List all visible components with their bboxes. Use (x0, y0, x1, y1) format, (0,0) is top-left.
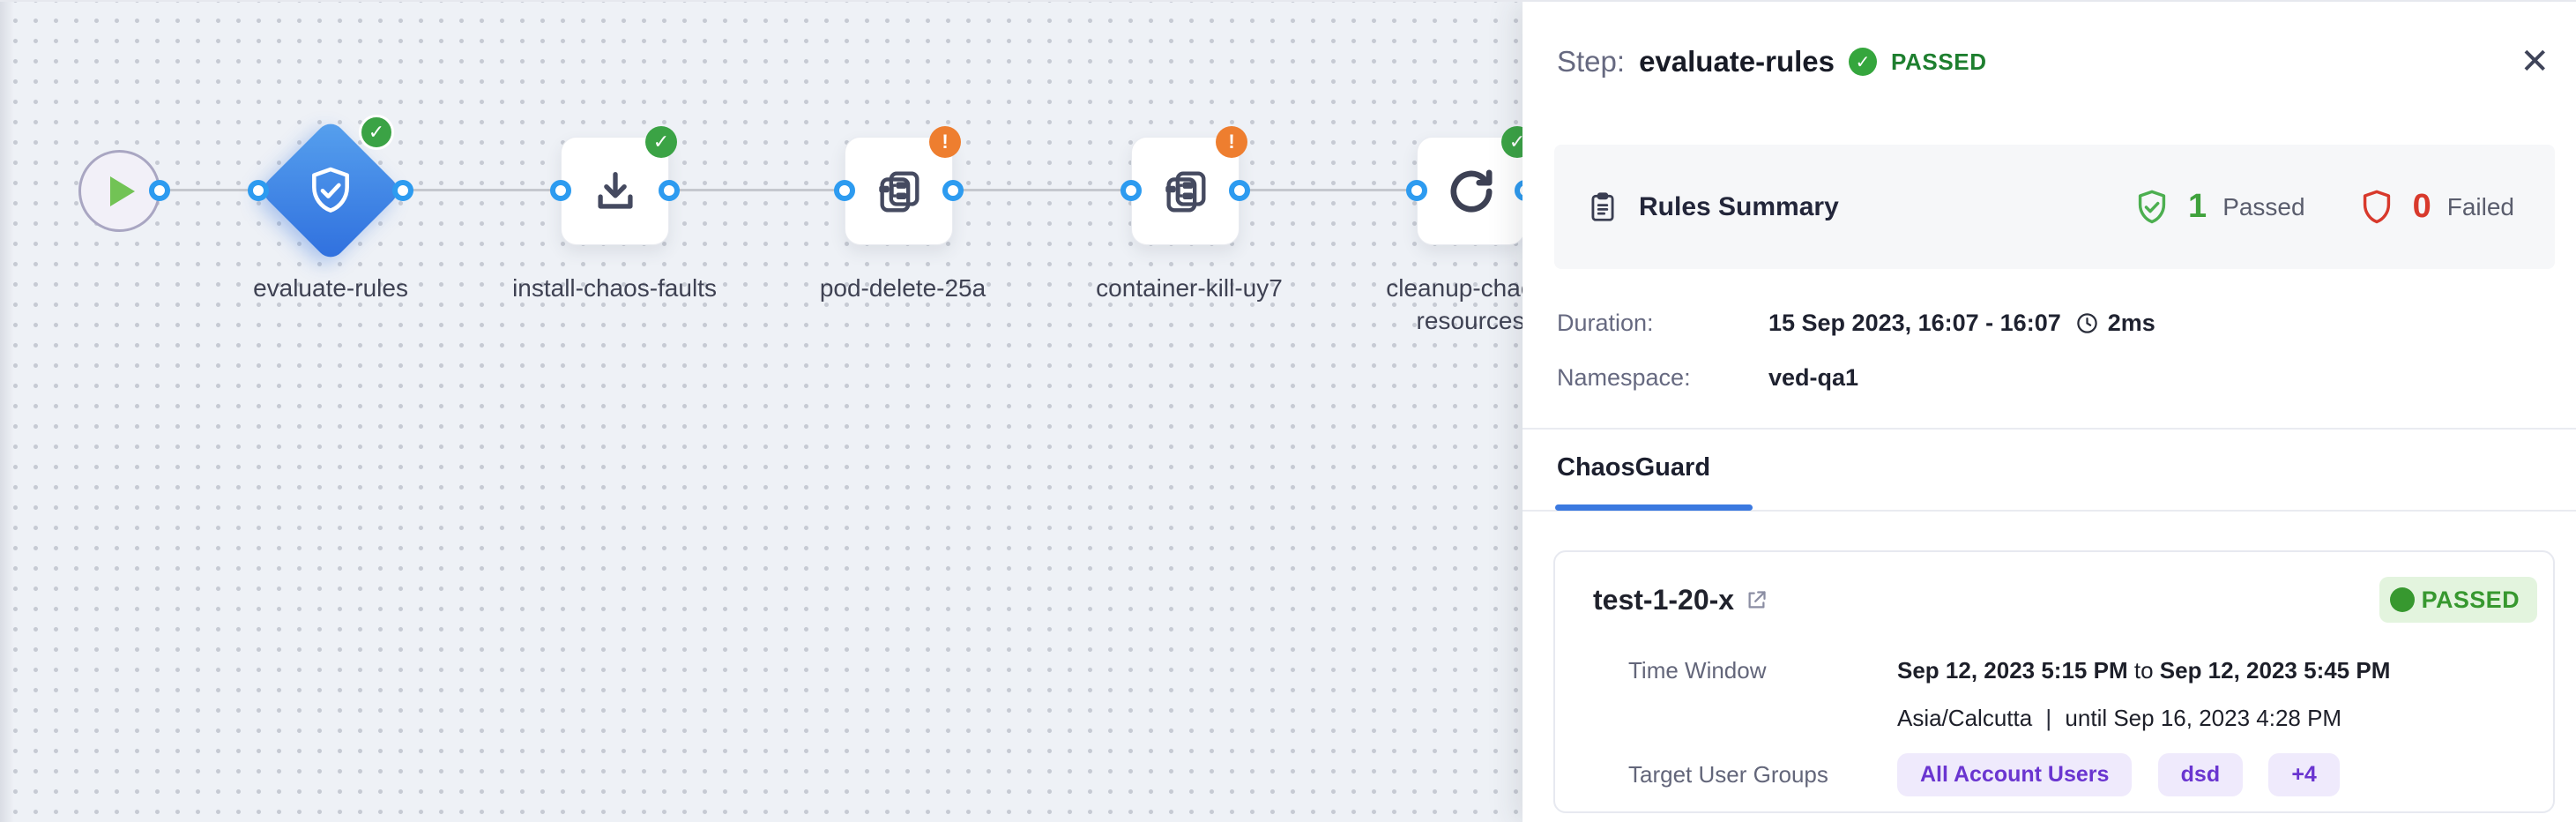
step-title: evaluate-rules (1639, 45, 1835, 78)
failed-label: Failed (2446, 192, 2514, 220)
node-label: container-kill-uy7 (1096, 274, 1283, 302)
timezone-value: Asia/Calcutta (1897, 704, 2033, 731)
timezone-row: Asia/Calcutta | until Sep 16, 2023 4:28 … (1628, 700, 2527, 736)
guard-name: test-1-20-x (1593, 584, 1735, 616)
namespace-row: Namespace: ved-qa1 (1557, 360, 2550, 395)
active-tab-indicator (1555, 504, 1753, 511)
step-prefix-label: Step: (1557, 45, 1626, 78)
pipe-separator: | (2045, 704, 2052, 731)
status-dot-icon (2389, 587, 2415, 612)
time-window-row: Time Window Sep 12, 2023 5:15 PM to Sep … (1628, 653, 2527, 688)
step-details-panel: Step: evaluate-rules ✓ PASSED ✕ Rules Su… (1523, 2, 2576, 822)
status-badge-warning: ! (929, 126, 961, 158)
duration-row: Duration: 15 Sep 2023, 16:07 - 16:07 2ms (1557, 305, 2550, 340)
node-cleanup-chaos-resources[interactable]: ✓ (1417, 126, 1533, 245)
refresh-icon (1450, 168, 1493, 213)
port[interactable] (942, 180, 964, 201)
user-group-pill[interactable]: dsd (2157, 752, 2244, 796)
user-group-pill[interactable]: All Account Users (1897, 752, 2133, 796)
port[interactable] (1406, 180, 1427, 201)
chaos-fault-icon (1165, 171, 1205, 212)
shield-check-icon (312, 167, 349, 213)
node-evaluate-rules[interactable]: ✓ (257, 115, 404, 264)
node-label: pod-delete-25a (819, 274, 986, 302)
rules-summary-title: Rules Summary (1639, 191, 1839, 221)
failed-count: 0 (2412, 188, 2431, 225)
user-group-pill-more[interactable]: +4 (2268, 752, 2340, 796)
time-window-from: Sep 12, 2023 5:15 PM (1897, 656, 2128, 684)
port[interactable] (550, 180, 571, 201)
port[interactable] (1120, 180, 1142, 201)
port[interactable] (834, 180, 855, 201)
port[interactable] (149, 180, 170, 201)
status-badge-passed: ✓ (359, 115, 394, 150)
node-container-kill-uy7[interactable]: ! (1131, 126, 1247, 245)
shield-passed-icon (2138, 190, 2166, 223)
port[interactable] (1229, 180, 1250, 201)
status-badge-warning: ! (1216, 126, 1247, 158)
divider (1523, 428, 2576, 430)
flow-connector-line (119, 189, 1530, 191)
node-label: evaluate-rules (253, 274, 408, 302)
play-icon (110, 176, 135, 206)
external-link-icon[interactable] (1745, 588, 1768, 612)
passed-count: 1 (2188, 188, 2207, 225)
node-pod-delete-25a[interactable]: ! (845, 126, 961, 245)
until-value: until Sep 16, 2023 4:28 PM (2065, 704, 2342, 731)
port[interactable] (659, 180, 680, 201)
chaosguard-card: test-1-20-x PASSED Time Window Sep 12, 2… (1553, 550, 2555, 813)
node-label: install-chaos-faults (512, 274, 717, 302)
shield-failed-icon (2363, 190, 2390, 223)
step-status-badge: PASSED (1891, 48, 1987, 75)
port[interactable] (392, 180, 413, 201)
duration-label: Duration: (1557, 309, 1654, 336)
namespace-label: Namespace: (1557, 363, 1691, 391)
clipboard-icon (1591, 191, 1614, 221)
check-circle-icon: ✓ (1849, 48, 1878, 76)
status-badge-passed: ✓ (645, 126, 677, 158)
pipeline-start-node[interactable] (78, 150, 160, 232)
tab-chaosguard[interactable]: ChaosGuard (1557, 453, 1711, 482)
time-window-join: to (2133, 656, 2154, 684)
download-icon (597, 171, 633, 209)
tab-bar-border (1523, 510, 2576, 512)
namespace-value: ved-qa1 (1768, 363, 1859, 391)
target-user-groups-row: Target User Groups All Account Users dsd… (1628, 751, 2527, 797)
time-window-to: Sep 12, 2023 5:45 PM (2159, 656, 2391, 684)
port[interactable] (248, 180, 269, 201)
duration-time: 2ms (2107, 309, 2155, 336)
time-window-label: Time Window (1628, 656, 1767, 684)
target-user-groups-label: Target User Groups (1628, 760, 1828, 788)
clock-icon (2076, 312, 2097, 333)
close-icon[interactable]: ✕ (2520, 42, 2550, 81)
node-install-chaos-faults[interactable]: ✓ (561, 126, 677, 245)
passed-label: Passed (2222, 192, 2305, 220)
guard-status-badge: PASSED (2379, 577, 2537, 623)
left-edge-shadow (0, 2, 14, 822)
panel-header: Step: evaluate-rules ✓ PASSED ✕ (1557, 37, 2550, 86)
guard-status-text: PASSED (2421, 586, 2520, 613)
rules-summary-bar: Rules Summary 1 Passed 0 Failed (1554, 145, 2555, 269)
chaos-fault-icon (878, 171, 919, 212)
duration-value: 15 Sep 2023, 16:07 - 16:07 (1768, 309, 2061, 336)
